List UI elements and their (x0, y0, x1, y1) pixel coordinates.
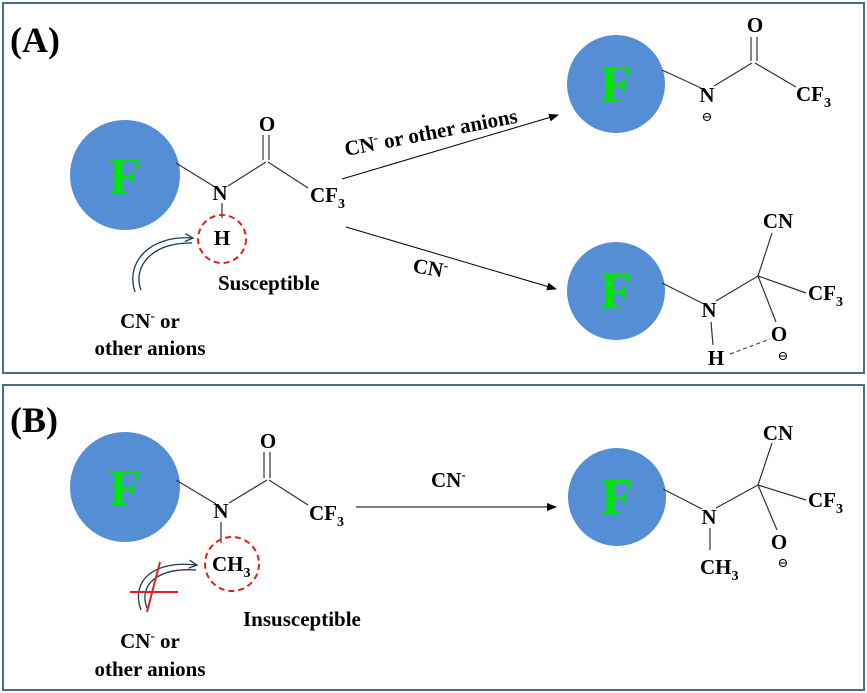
hydrogen-bond (729, 338, 771, 355)
cf3-group: CF3 (310, 183, 345, 212)
nitrogen-atom: N (212, 181, 227, 205)
reaction-arrow-2 (345, 226, 557, 291)
bond (661, 69, 702, 89)
attack-arrow-outline (144, 569, 197, 609)
fluorophore-circle (70, 120, 180, 230)
attack-arrow-outline (138, 242, 193, 291)
nitrogen-atom: N (701, 505, 716, 529)
reaction-arrow-2-label: CN- (411, 252, 450, 283)
bond (754, 62, 797, 88)
methyl-group: CH3 (212, 552, 251, 581)
oxygen-atom: O (260, 429, 276, 453)
cf3-group: CF3 (808, 281, 843, 310)
panel-b-label: (B) (10, 400, 58, 440)
attacker-label-line2: other anions (94, 657, 205, 681)
bond (227, 161, 267, 187)
bond (228, 479, 268, 504)
cf3-group: CF3 (796, 82, 831, 111)
cf3-group: CF3 (808, 488, 843, 517)
oxygen-atom: O (259, 112, 275, 136)
fluorophore-letter: F (600, 56, 632, 113)
oxygen-atom: O (771, 322, 787, 346)
insusceptible-label: Insusceptible (243, 607, 361, 631)
hydrogen-atom: H (708, 346, 724, 370)
bond (175, 479, 217, 505)
highlight-circle (204, 536, 260, 592)
bond (268, 479, 309, 506)
bond (715, 275, 759, 302)
bond (715, 484, 759, 509)
bond (757, 275, 777, 323)
fluorophore-circle (567, 242, 665, 340)
fluorophore-letter: F (600, 263, 632, 320)
oxygen-atom: O (747, 13, 763, 37)
bond (175, 162, 216, 188)
attack-arrow (137, 564, 196, 611)
bond (662, 488, 703, 510)
reaction-arrow-label: CN- (431, 467, 466, 492)
susceptible-label: Susceptible (218, 271, 320, 295)
oxygen-atom: O (771, 530, 787, 554)
panel-a-label: (A) (10, 20, 60, 60)
reaction-arrow-1 (341, 113, 559, 180)
attacker-label-line2: other anions (94, 336, 205, 360)
hydrogen-atom: H (214, 226, 230, 250)
nh-bond (710, 321, 714, 346)
bond (661, 282, 703, 304)
cf3-group: CF3 (309, 501, 344, 530)
bond (713, 62, 753, 87)
bond (757, 484, 807, 501)
nitrile-group: CN (763, 209, 793, 233)
attacker-label-line1: CN- or (120, 628, 180, 653)
fluorophore-circle (70, 432, 180, 542)
blocked-cross-icon (146, 561, 161, 613)
highlight-circle (197, 214, 247, 264)
fluorophore-letter: F (109, 148, 141, 205)
fluorophore-letter: F (601, 469, 633, 526)
methyl-group: CH3 (700, 555, 739, 584)
attack-arrow (132, 238, 192, 293)
negative-charge: ⊖ (778, 348, 789, 363)
nitrogen-atom: N (699, 83, 714, 107)
bond (757, 232, 773, 277)
nitrogen-atom: N (701, 298, 716, 322)
negative-charge: ⊖ (702, 109, 713, 124)
bond (757, 275, 807, 294)
negative-charge: ⊖ (778, 555, 789, 570)
fluorophore-circle (568, 448, 666, 546)
bond (757, 484, 778, 531)
bond (267, 161, 309, 189)
fluorophore-letter: F (109, 460, 141, 517)
nitrile-group: CN (763, 421, 793, 445)
nitrogen-atom: N (213, 499, 228, 523)
attacker-label-line1: CN- or (120, 308, 180, 333)
fluorophore-circle (567, 35, 665, 133)
bond (757, 442, 773, 486)
